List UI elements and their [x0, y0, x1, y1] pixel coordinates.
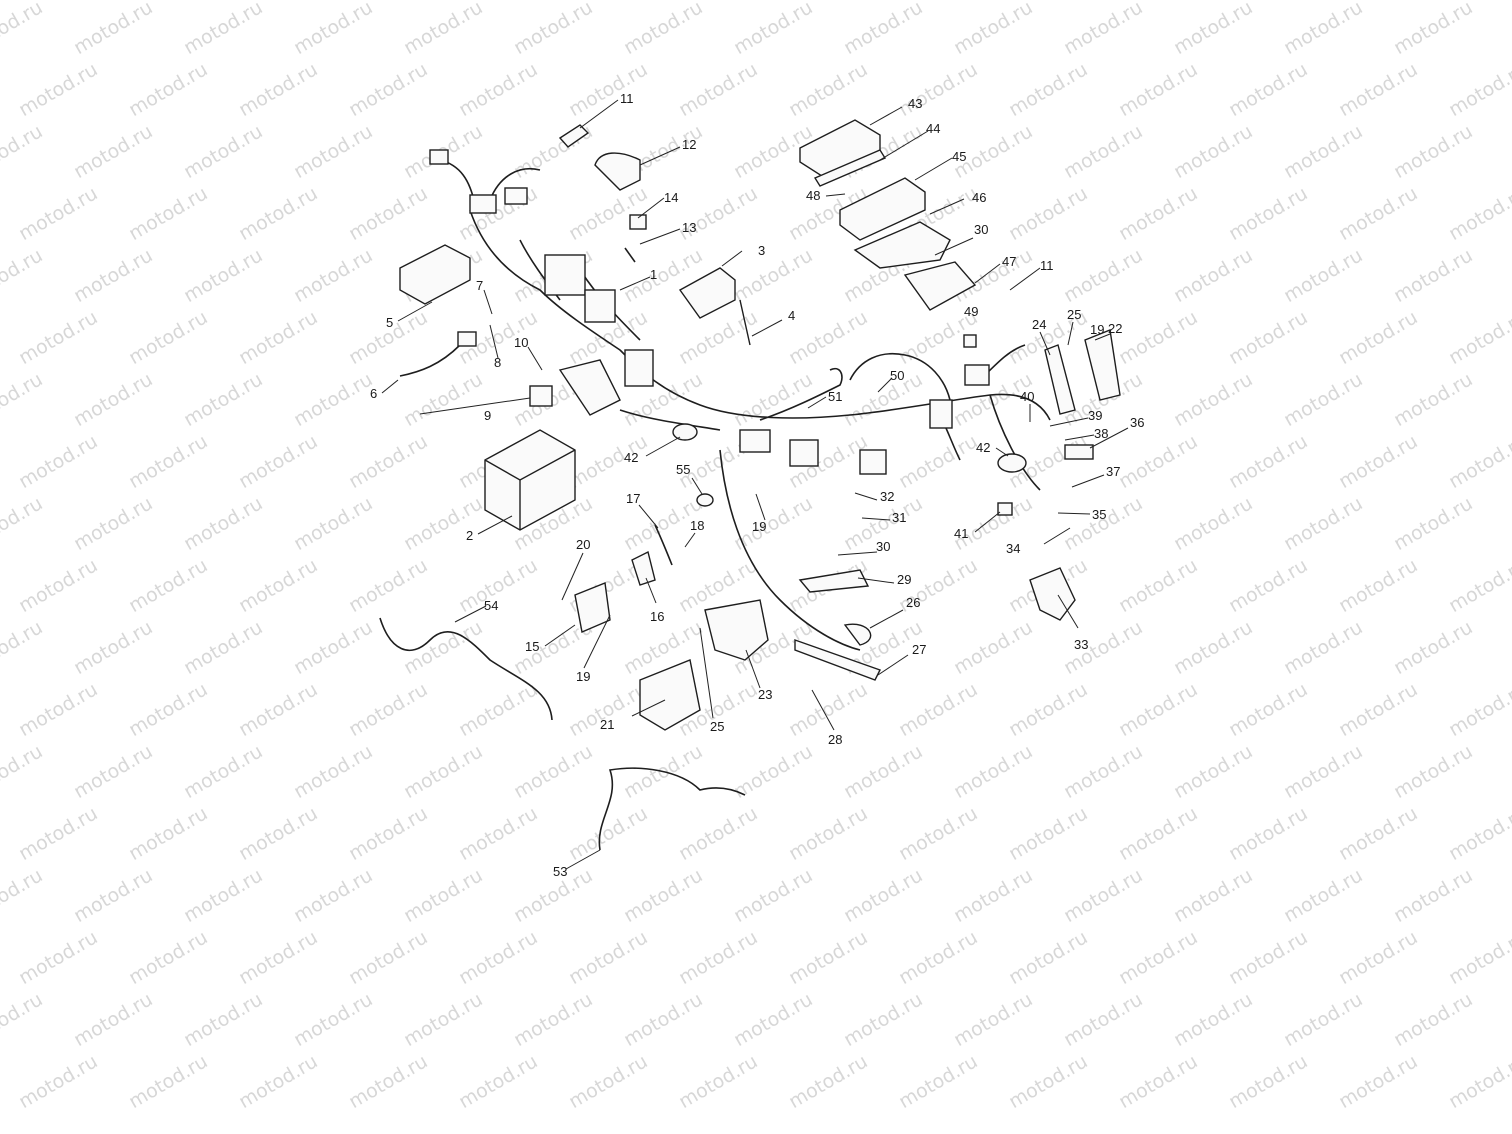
- callout: 43: [908, 96, 922, 111]
- callout: 28: [828, 732, 842, 747]
- callout: 9: [484, 408, 491, 423]
- callout: 13: [682, 220, 696, 235]
- callout: 45: [952, 149, 966, 164]
- callout: 31: [892, 510, 906, 525]
- callout: 41: [954, 526, 968, 541]
- callout: 12: [682, 137, 696, 152]
- callout: 39: [1088, 408, 1102, 423]
- callout: 15: [525, 639, 539, 654]
- callout: 11: [620, 91, 634, 106]
- callout: 19: [576, 669, 590, 684]
- callout: 38: [1094, 426, 1108, 441]
- callout: 25: [710, 719, 724, 734]
- callout: 29: [897, 572, 911, 587]
- callout: 10: [514, 335, 528, 350]
- callout: 49: [964, 304, 978, 319]
- callout: 23: [758, 687, 772, 702]
- callout: 25: [1067, 307, 1081, 322]
- callout: 46: [972, 190, 986, 205]
- callout: 4: [788, 308, 795, 323]
- callout: 30: [876, 539, 890, 554]
- callout: 32: [880, 489, 894, 504]
- callout: 44: [926, 121, 940, 136]
- callout: 50: [890, 368, 904, 383]
- callout: 2: [466, 528, 473, 543]
- main-harness: [469, 209, 1051, 421]
- callout: 34: [1006, 541, 1020, 556]
- leader-lines: [381, 99, 1129, 870]
- callout: 20: [576, 537, 590, 552]
- callout: 18: [690, 518, 704, 533]
- callout: 54: [484, 598, 498, 613]
- callout: 51: [828, 389, 842, 404]
- callout: 26: [906, 595, 920, 610]
- battery: [484, 429, 576, 531]
- callout: 24: [1032, 317, 1046, 332]
- callout: 17: [626, 491, 640, 506]
- callout: 22: [1108, 321, 1122, 336]
- callout: 36: [1130, 415, 1144, 430]
- callout: 7: [476, 278, 483, 293]
- callout: 11: [1040, 258, 1054, 273]
- callout-labels: 1 2 3 4 5 6 7 8 9 10 11 11 12 13 14 15 1…: [370, 91, 1144, 879]
- callout: 19: [1090, 322, 1104, 337]
- callout: 6: [370, 386, 377, 401]
- callout: 30: [974, 222, 988, 237]
- callout: 8: [494, 355, 501, 370]
- callout: 5: [386, 315, 393, 330]
- callout: 1: [650, 267, 657, 282]
- callout: 48: [806, 188, 820, 203]
- callout: 42: [976, 440, 990, 455]
- callout: 55: [676, 462, 690, 477]
- callout: 21: [600, 717, 614, 732]
- callout: 53: [553, 864, 567, 879]
- callout: 14: [664, 190, 678, 205]
- callout: 16: [650, 609, 664, 624]
- callout: 47: [1002, 254, 1016, 269]
- callout: 3: [758, 243, 765, 258]
- callout: 37: [1106, 464, 1120, 479]
- callout: 19: [752, 519, 766, 534]
- callout: 35: [1092, 507, 1106, 522]
- part-drawings: [379, 119, 1121, 851]
- callout: 27: [912, 642, 926, 657]
- callout: 33: [1074, 637, 1088, 652]
- callout: 40: [1020, 389, 1034, 404]
- callout: 42: [624, 450, 638, 465]
